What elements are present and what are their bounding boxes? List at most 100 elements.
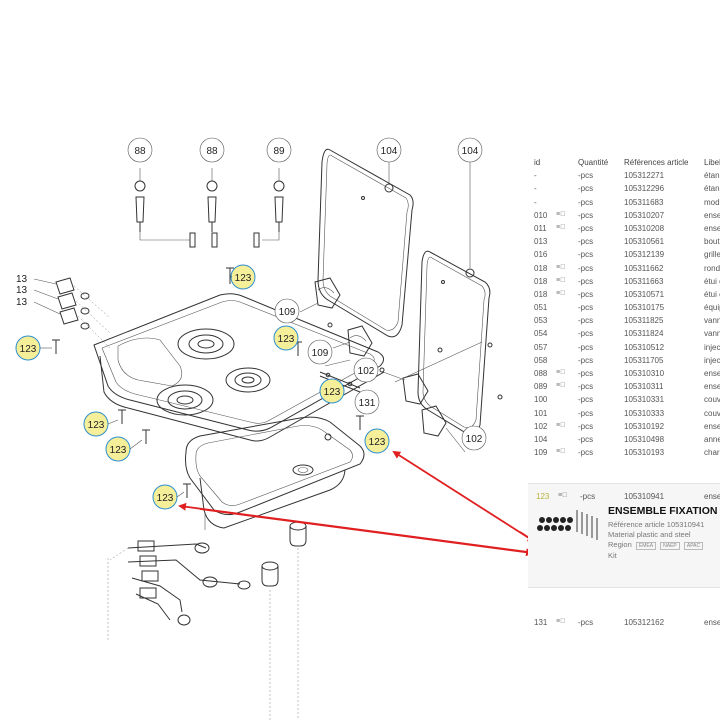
row-label: ense	[704, 210, 720, 220]
row-quantity: -pcs	[578, 237, 594, 247]
row-label: couv	[704, 408, 720, 418]
row-reference: 105310207	[624, 210, 665, 220]
svg-text:123: 123	[110, 445, 127, 456]
detail-panel-123[interactable]: 123 ≡⃝ -pcs 105310941 ense ENSEMBLE FIXA…	[528, 483, 720, 588]
table-row[interactable]: 109≡⃝-pcs105310193charn	[528, 448, 720, 461]
header-reference: Références article	[624, 158, 689, 167]
row-reference: 105312162	[624, 618, 665, 627]
svg-text:123: 123	[20, 344, 37, 355]
row-label: charn	[704, 448, 720, 458]
svg-text:123: 123	[369, 437, 386, 448]
row-reference: 105310498	[624, 434, 665, 444]
burner-medium-right	[225, 367, 271, 393]
row-id: 057	[534, 342, 548, 352]
detail-material-line: Material plastic and steel	[608, 530, 691, 539]
row-id: 011	[534, 223, 547, 233]
burner-large-top	[177, 328, 235, 360]
row-id: 013	[534, 237, 548, 247]
detail-region-line: Region EMEA NAEP APAC	[608, 540, 704, 550]
region-tag-emea: EMEA	[635, 542, 657, 550]
red-arrow-lower	[178, 502, 534, 557]
row-reference: 105311662	[624, 263, 664, 273]
row-label: étui c	[704, 289, 720, 299]
row-reference: 105312271	[624, 171, 665, 181]
callout-88-left: 88	[127, 137, 153, 163]
callout-123-highlight-2[interactable]: 123	[273, 325, 299, 351]
callout-109-upper: 109	[274, 298, 300, 324]
svg-text:13: 13	[16, 297, 28, 308]
row-reference: 105311824	[624, 329, 664, 339]
row-reference: 105311825	[624, 316, 664, 326]
callout-88-right: 88	[199, 137, 225, 163]
row-id: 102	[534, 421, 548, 431]
kit-icon: ≡⃝	[556, 276, 566, 284]
glass-lid-left	[317, 148, 414, 338]
row-label: anne	[704, 434, 720, 444]
table-row[interactable]: 104 -pcs 105310498 anne	[528, 435, 720, 448]
row-label: couv	[704, 395, 720, 405]
detail-kit-label: Kit	[608, 551, 617, 560]
row-id: 018	[534, 289, 548, 299]
row-id: 131	[534, 618, 548, 627]
callout-13-top: 13	[16, 274, 28, 285]
row-id: 088	[534, 369, 548, 378]
callout-104-right: 104	[457, 137, 483, 163]
row-id: 104	[534, 434, 548, 444]
table-row[interactable]: --pcs105311683modu	[528, 198, 720, 211]
row-label: vann	[704, 329, 720, 339]
callout-123-highlight-4[interactable]: 123	[319, 378, 345, 404]
row-quantity: -pcs	[578, 342, 594, 352]
callout-131: 131	[354, 389, 380, 415]
callout-123-highlight-3[interactable]: 123	[15, 335, 41, 361]
fixing-kit-image	[537, 510, 598, 540]
callout-123-highlight-5[interactable]: 123	[83, 411, 109, 437]
valve-knob-89	[273, 180, 285, 232]
callout-leaders	[40, 275, 233, 498]
table-row[interactable]: --pcs105312271étanc	[528, 171, 720, 184]
callout-123-highlight-8[interactable]: 123	[152, 484, 178, 510]
callout-123-highlight-7[interactable]: 123	[364, 428, 390, 454]
row-quantity: -pcs	[578, 434, 594, 444]
callout-123-highlight-6[interactable]: 123	[105, 436, 131, 462]
row-quantity: -pcs	[578, 276, 594, 286]
svg-text:123: 123	[157, 493, 174, 504]
table-row-131[interactable]: 131 ≡⃝ -pcs 105312162 ense	[528, 618, 720, 631]
row-label: ense	[704, 421, 720, 431]
callout-109-lower: 109	[307, 339, 333, 365]
row-quantity: -pcs	[578, 421, 594, 431]
table-row[interactable]: --pcs105312296étanc	[528, 184, 720, 197]
row-id: 018	[534, 276, 548, 286]
callout-13-bottom: 13	[16, 297, 28, 308]
region-tag-naep: NAEP	[660, 542, 680, 550]
table-row[interactable]: 051-pcs105310175équip	[528, 303, 720, 316]
svg-text:102: 102	[358, 366, 375, 377]
hob-body	[93, 293, 385, 442]
row-label: grille	[704, 250, 720, 260]
row-reference: 105312139	[624, 250, 665, 260]
callout-123-highlight-1[interactable]: 123	[230, 264, 256, 290]
row-label: vann	[704, 316, 720, 326]
row-reference: 105310331	[624, 395, 665, 405]
svg-text:123: 123	[324, 387, 341, 398]
region-label: Region	[608, 540, 632, 549]
parts-table: id Quantité Références article Libel --p…	[528, 158, 720, 461]
region-tag-apac: APAC	[683, 542, 704, 550]
row-label: injec	[704, 355, 720, 365]
